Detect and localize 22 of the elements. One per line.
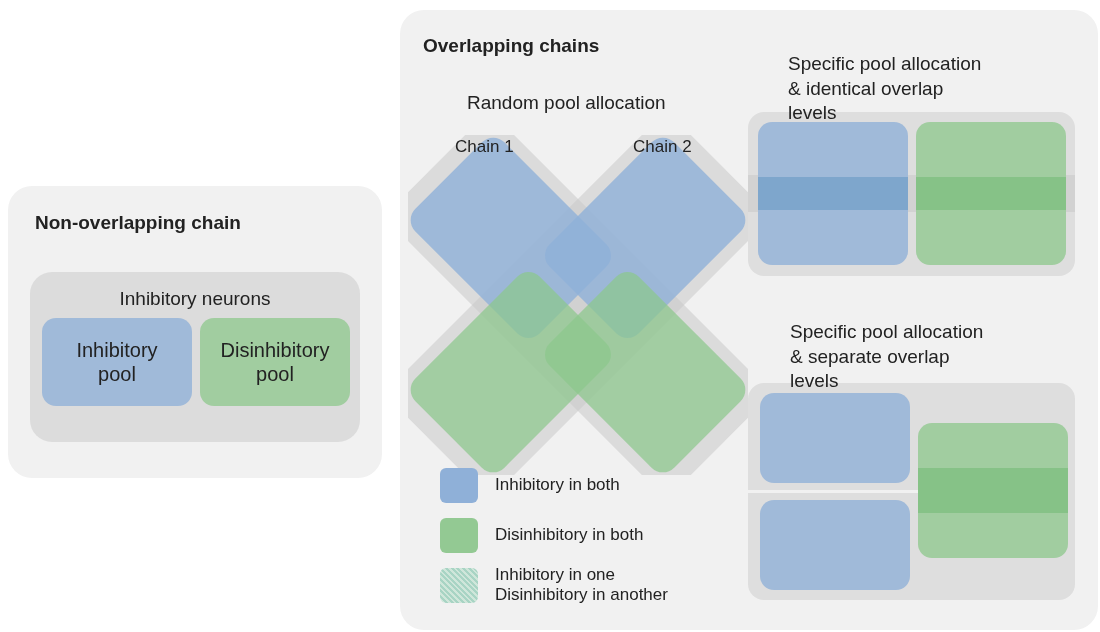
chain-label: Chain 2: [633, 137, 692, 157]
section-title: Specific pool allocation & separate overlap levels: [790, 320, 985, 394]
pool-box: [200, 318, 350, 406]
legend-label: Disinhibitory in both: [495, 525, 644, 545]
legend-label: Inhibitory in one Disinhibitory in another: [495, 565, 669, 606]
pool-box: [42, 318, 192, 406]
legend-label: Inhibitory in both: [495, 475, 620, 495]
group-title: Inhibitory neurons: [118, 288, 272, 310]
disinhibitory-pool-box: [916, 122, 1066, 265]
panel-card: [8, 186, 382, 478]
pool-label: Disinhibitory pool: [220, 338, 330, 386]
inhibitory-pool-box: [758, 122, 908, 265]
panel-title: Overlapping chains: [423, 35, 600, 57]
chain-label: Chain 1: [455, 137, 514, 157]
inhibitory-pool-box: [760, 393, 910, 483]
group-box: [30, 272, 360, 442]
pool-label: Inhibitory pool: [76, 338, 158, 386]
panel-title: Non-overlapping chain: [35, 212, 241, 234]
disinhibitory-pool-box: [918, 423, 1068, 558]
section-title: Specific pool allocation & identical overlap levels: [788, 52, 983, 126]
inhibitory-pool-box: [760, 500, 910, 590]
section-title: Random pool allocation: [467, 92, 666, 114]
